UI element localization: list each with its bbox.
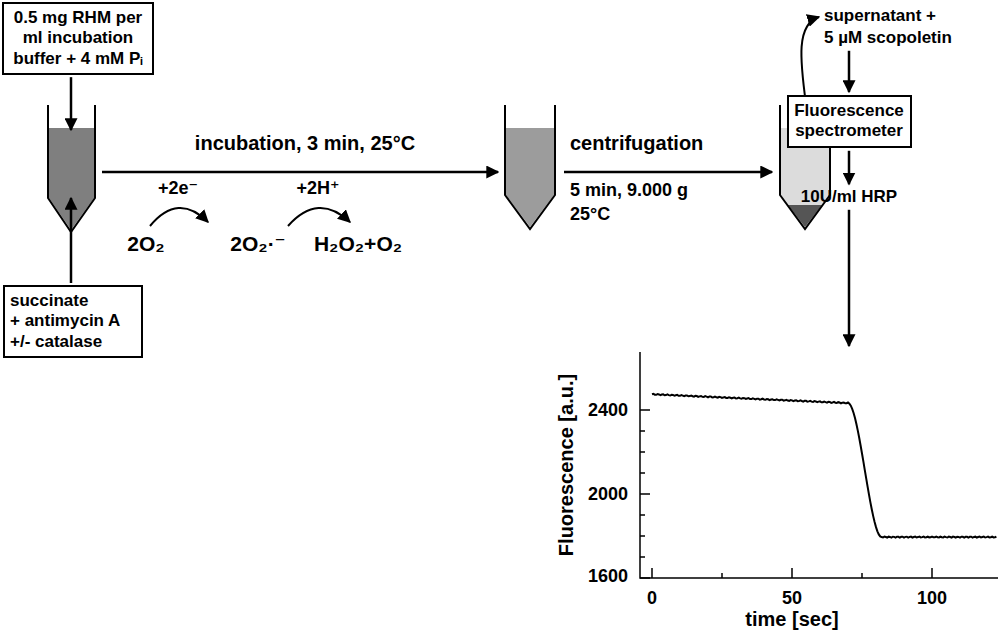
- tick-mark: [640, 409, 650, 411]
- tick-mark: [861, 573, 863, 578]
- box-text: succinate: [10, 291, 136, 311]
- process-arrow: [564, 171, 772, 174]
- sample-label: 5 µM scopoletin: [824, 28, 952, 48]
- step-label: centrifugation: [570, 132, 703, 155]
- tick-mark: [640, 493, 650, 495]
- tick-label: 1600: [588, 566, 628, 587]
- flow-arrow: [848, 210, 851, 346]
- tube-liquid: [506, 128, 554, 227]
- reagent-label: 10U/ml HRP: [801, 187, 897, 207]
- tick-mark: [640, 430, 645, 432]
- sample-label: supernatant +: [824, 6, 936, 26]
- tick-label: 100: [917, 588, 947, 609]
- flow-arrows: [71, 51, 849, 346]
- tick-mark: [640, 577, 650, 579]
- species-label: H₂O₂+O₂: [314, 232, 402, 256]
- pellet: [788, 205, 822, 227]
- reaction-arrow: [288, 208, 350, 226]
- box-text: +/- catalase: [10, 332, 136, 352]
- tick-label: 50: [782, 588, 802, 609]
- tick-mark: [931, 568, 933, 578]
- substrate-box: succinate+ antimycin A+/- catalase: [3, 285, 143, 358]
- box-text: Fluorescence spectrometer: [794, 101, 905, 142]
- transfer-arrow: [801, 17, 819, 104]
- flow-arrow: [848, 51, 851, 92]
- flow-arrow: [70, 77, 73, 130]
- tick-mark: [640, 472, 645, 474]
- reaction-label: +2H⁺: [296, 178, 339, 199]
- process-arrow: [102, 171, 498, 174]
- fluorescence-trace: [652, 394, 996, 538]
- box-text: 0.5 mg RHM per ml incubation buffer + 4 …: [9, 8, 147, 69]
- tick-mark: [721, 573, 723, 578]
- tick-mark: [640, 535, 645, 537]
- axis-title: Fluorescence [a.u.]: [555, 374, 578, 556]
- test-tube: [505, 105, 555, 229]
- species-label: 2O₂: [127, 232, 164, 256]
- flow-arrow: [70, 198, 73, 283]
- tick-label: 0: [647, 588, 657, 609]
- reaction-arrow: [150, 208, 208, 226]
- tick-mark: [651, 568, 653, 578]
- axis-title: time [sec]: [745, 608, 838, 631]
- tick-label: 2000: [588, 484, 628, 505]
- axis-ticks: [640, 410, 998, 578]
- chart-axes: [640, 352, 998, 578]
- condition-label: 5 min, 9.000 g: [570, 180, 688, 201]
- tick-mark: [640, 451, 645, 453]
- tick-mark: [640, 514, 645, 516]
- flow-arrow: [848, 151, 851, 184]
- tick-mark: [640, 556, 645, 558]
- box-text: + antimycin A: [10, 311, 136, 331]
- step-label: incubation, 3 min, 25°C: [195, 132, 415, 155]
- condition-label: 25°C: [570, 204, 610, 225]
- species-label: 2O₂·⁻: [230, 232, 285, 256]
- instrument-box: Fluorescence spectrometer: [787, 95, 912, 148]
- tick-mark: [791, 568, 793, 578]
- sample-box: 0.5 mg RHM per ml incubation buffer + 4 …: [2, 2, 154, 75]
- reaction-label: +2e⁻: [158, 178, 198, 199]
- tick-label: 2400: [588, 400, 628, 421]
